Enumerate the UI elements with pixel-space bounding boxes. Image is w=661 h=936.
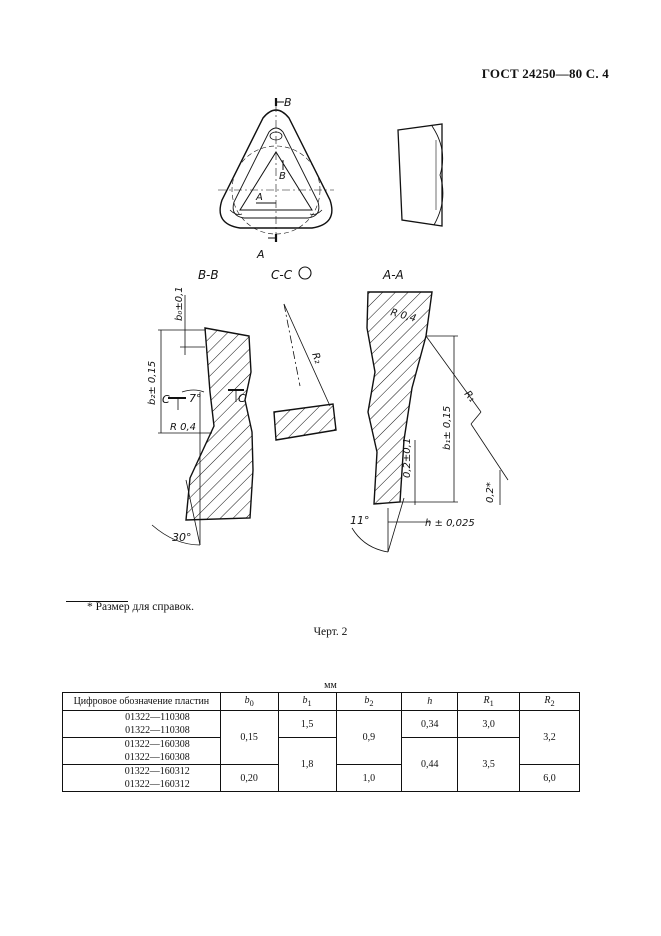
header-code: Цифровое обозначение пластин	[62, 692, 221, 711]
header-R2: R2	[519, 692, 580, 711]
cell-b2: 1,0	[335, 764, 403, 792]
label-angle-7: 7°	[189, 392, 202, 405]
header-b2: b2	[335, 692, 403, 711]
insert-side-view	[397, 123, 444, 227]
label-h-tolerance: h ± 0,025	[425, 518, 475, 529]
page-header: ГОСТ 24250—80 С. 4	[481, 66, 609, 81]
table-row: 01322—160312 0,20 1,0 6,0	[62, 764, 580, 792]
header-b1: b1	[277, 692, 337, 711]
code-cell: 01322—160312	[62, 778, 221, 792]
cell-b0: 0,15	[219, 710, 279, 765]
header-b0: b0	[219, 692, 279, 711]
table-header-row: Цифровое обозначение пластин b0 b1 b2 h …	[62, 692, 580, 711]
label-angle-11: 11°	[350, 514, 370, 527]
section-title-AA: A-A	[382, 268, 404, 282]
header-R1: R1	[457, 692, 521, 711]
dimensions-table: Цифровое обозначение пластин b0 b1 b2 h …	[62, 692, 580, 792]
figure-caption: Черт. 2	[313, 626, 348, 638]
cell-b0: 0,20	[219, 764, 279, 792]
label-b0: b₀±0,1	[174, 286, 185, 321]
label-bottom-A: A	[256, 248, 265, 261]
label-C-right: C	[238, 392, 246, 405]
section-AA: R 0,4 R₁ b₁± 0,15 0,2±0,1 0,2* 11° h ± 0…	[350, 291, 509, 553]
cell-h: 0,34	[401, 710, 459, 738]
section-title-CC: C-C	[271, 268, 293, 282]
code-cell: 01322—110308	[62, 710, 221, 724]
code-cell: 01322—160308	[62, 751, 221, 765]
section-title-BB: B-B	[198, 268, 219, 282]
cell-b1: 1,5	[277, 710, 337, 738]
table-row: 01322—160308 1,8 0,44 3,5	[62, 737, 580, 792]
code-cell: 01322—160312	[62, 764, 221, 778]
label-R1: R₁	[462, 389, 477, 404]
label-b2: b₂± 0,15	[147, 361, 158, 405]
label-angle-30: 30°	[172, 531, 192, 544]
label-top-B: B	[284, 96, 292, 109]
cell-b1: 1,8	[277, 737, 337, 792]
label-C-left: C	[162, 393, 170, 406]
cell-R1: 3,5	[457, 737, 521, 792]
cell-R2: 3,2	[519, 710, 580, 765]
label-b1: b₁± 0,15	[442, 406, 453, 450]
cell-h: 0,44	[401, 737, 459, 792]
footnote-rule	[66, 601, 128, 602]
table-row: 01322—160312	[62, 778, 580, 792]
table-unit: мм	[324, 680, 337, 691]
code-cell: 01322—110308	[62, 724, 221, 738]
label-inner-B: B	[279, 171, 286, 182]
label-dim-02-01: 0,2±0,1	[402, 438, 413, 478]
technical-drawing: B B A A B-B C-C A-A b₂± 0,15 b₀±0,1	[147, 96, 509, 553]
footnote: * Размер для справок.	[87, 601, 194, 613]
label-dim-02-star: 0,2*	[485, 482, 496, 503]
code-cell: 01322—160308	[62, 737, 221, 751]
label-R2: R₂	[309, 351, 323, 365]
header-h: h	[401, 692, 459, 711]
table-row: 01322—110308 0,15 1,5 0,9 0,34 3,0 3,2	[62, 710, 580, 765]
cell-R1: 3,0	[457, 710, 521, 738]
section-BB: b₂± 0,15 b₀±0,1 C C 7° R 0,4 30°	[147, 286, 254, 546]
label-R04-left: R 0,4	[170, 422, 196, 433]
cell-R2: 6,0	[519, 764, 580, 792]
label-inner-A: A	[255, 192, 263, 203]
cell-b2: 0,9	[335, 710, 403, 765]
section-CC: R₂	[273, 303, 337, 441]
insert-top-view	[218, 98, 334, 242]
